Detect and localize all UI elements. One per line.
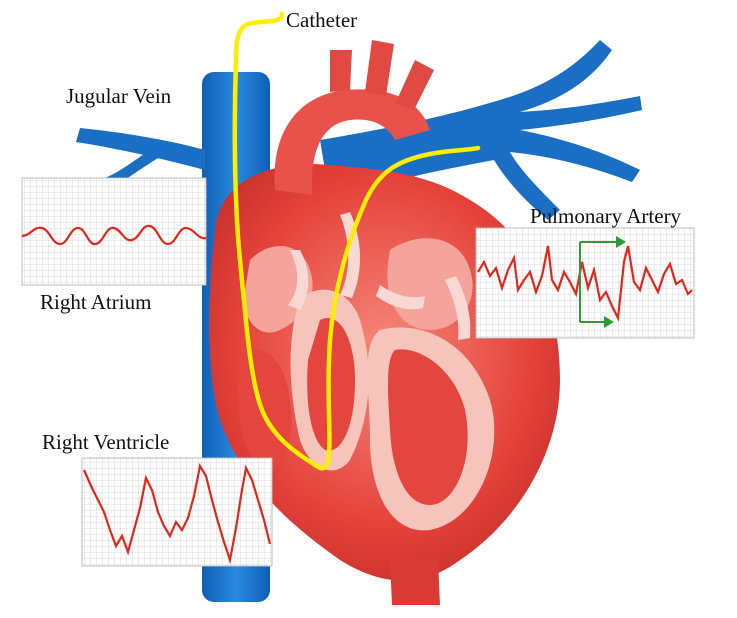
catheter-label: Catheter [286, 10, 357, 31]
right-ventricle-waveform [82, 458, 272, 566]
jugular-vein-label: Jugular Vein [66, 86, 171, 107]
right-atrium-waveform [22, 178, 206, 285]
pulmonary-artery-label: Pulmonary Artery [530, 206, 681, 227]
right-atrium-label: Right Atrium [40, 292, 151, 313]
right-ventricle-label: Right Ventricle [42, 432, 169, 453]
pulmonary-artery-waveform [476, 228, 694, 338]
